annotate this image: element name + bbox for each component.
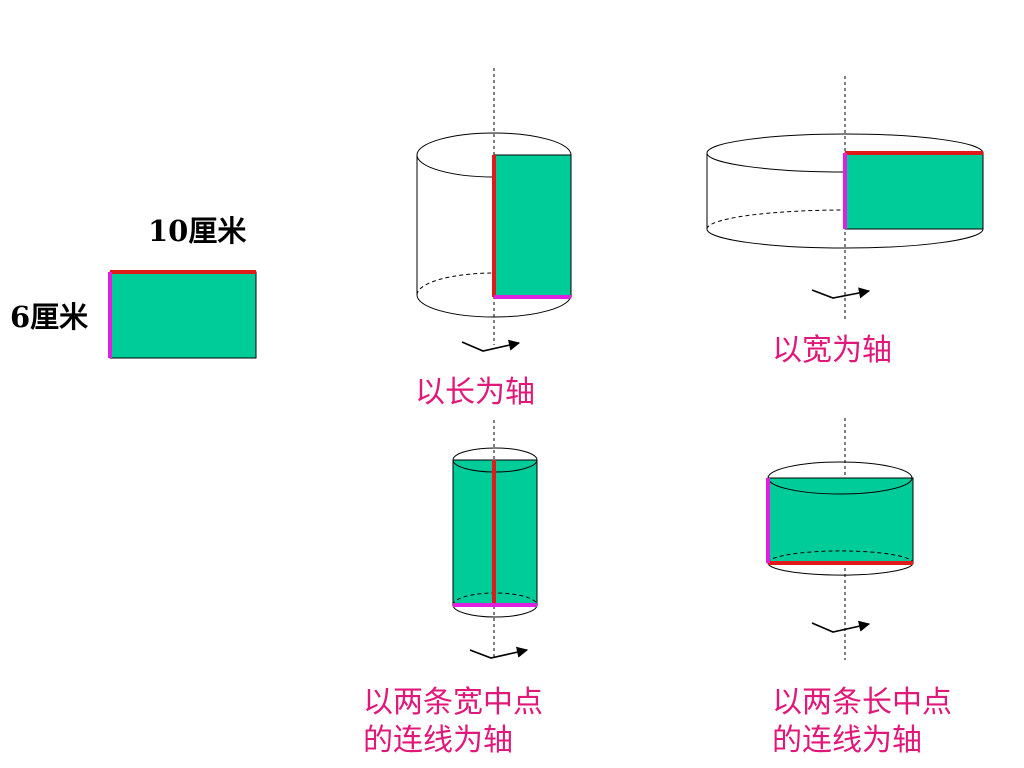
- cylinder-width-midpoint-axis: [452, 420, 538, 660]
- cylinder-length-axis: [416, 68, 572, 352]
- caption-width-midpoint-axis-line2: 的连线为轴: [363, 723, 513, 758]
- rotation-arrow-icon: [811, 620, 871, 633]
- cylinder-bottom-front: [706, 228, 984, 249]
- rotation-arrow-icon: [461, 339, 521, 352]
- cylinder-width-axis: [706, 76, 984, 320]
- caption-length-midpoint-axis-line1: 以两条长中点: [772, 685, 952, 720]
- caption-length-axis: 以长为轴: [415, 375, 535, 410]
- rotation-arrow-icon: [811, 287, 871, 299]
- caption-width-axis: 以宽为轴: [772, 333, 892, 368]
- source-rectangle: [108, 270, 257, 359]
- cylinder-bottom-front: [767, 562, 914, 576]
- rotating-rectangle: [844, 152, 984, 230]
- caption-length-midpoint-axis-line2: 的连线为轴: [772, 723, 922, 758]
- rectangle-body: [109, 271, 257, 359]
- cylinder-length-midpoint-axis: [766, 418, 914, 660]
- cylinder-bottom-front: [416, 294, 572, 318]
- rotating-rectangle: [767, 477, 914, 564]
- cylinder-bottom-back: [767, 550, 914, 564]
- rotation-arrow-icon: [469, 646, 529, 659]
- rotating-rectangle: [493, 154, 572, 298]
- cylinder-bottom-front: [452, 604, 538, 618]
- caption-width-midpoint-axis-line1: 以两条宽中点: [363, 685, 543, 720]
- length-dimension-label: 10厘米: [148, 214, 247, 248]
- width-dimension-label: 6厘米: [10, 300, 89, 334]
